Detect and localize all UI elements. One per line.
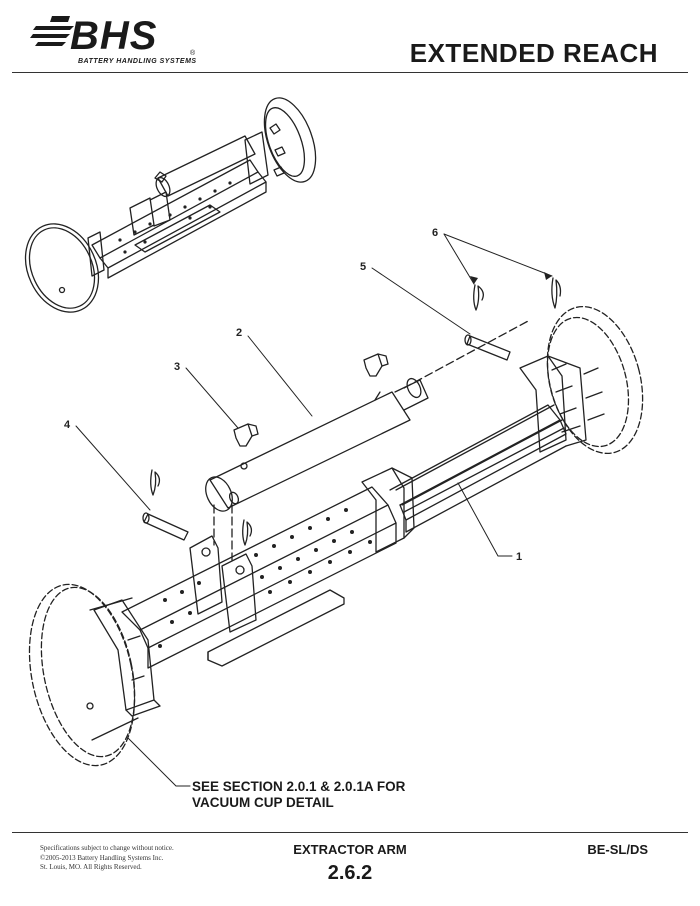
- callout-number-6: 6: [432, 227, 438, 239]
- logo-tagline: BATTERY HANDLING SYSTEMS: [78, 58, 197, 65]
- footer-divider: [12, 832, 688, 833]
- header-divider: [12, 72, 688, 73]
- callout-number-2: 2: [236, 327, 242, 339]
- copyright-line: Specifications subject to change without…: [40, 844, 174, 852]
- vacuum-cup-note: SEE SECTION 2.0.1 & 2.0.1A FOR VACUUM CU…: [192, 779, 405, 811]
- model-code: BE-SL/DS: [587, 842, 648, 857]
- callout-number-1: 1: [516, 551, 522, 563]
- assembled-arm-view: [24, 97, 317, 313]
- exploded-arm-view: [28, 277, 644, 767]
- logo-registered-mark: ®: [190, 50, 196, 57]
- bhs-logo: BHS ® BATTERY HANDLING SYSTEMS: [30, 10, 205, 70]
- bhs-logo-icon: [30, 16, 74, 46]
- callout-number-3: 3: [174, 361, 180, 373]
- extractor-arm-exploded-drawing: 1 2 3 4 5 6: [24, 97, 644, 787]
- rivet-holes: [158, 508, 372, 648]
- callout-number-5: 5: [360, 261, 366, 273]
- callout-leaders: [75, 233, 553, 787]
- section-number: 2.6.2: [327, 862, 373, 884]
- callout-number-4: 4: [64, 419, 71, 431]
- logo-wordmark: BHS: [70, 14, 158, 58]
- section-name: EXTRACTOR ARM: [293, 842, 407, 857]
- copyright-notice: Specifications subject to change without…: [40, 844, 174, 873]
- page-title: EXTENDED REACH: [409, 38, 658, 68]
- vacuum-cup-note-line1: SEE SECTION 2.0.1 & 2.0.1A FOR: [192, 779, 406, 794]
- vacuum-cup-note-line2: VACUUM CUP DETAIL: [192, 795, 334, 810]
- copyright-line: St. Louis, MO. All Rights Reserved.: [40, 863, 142, 871]
- copyright-line: ©2005-2013 Battery Handling Systems Inc.: [40, 853, 164, 862]
